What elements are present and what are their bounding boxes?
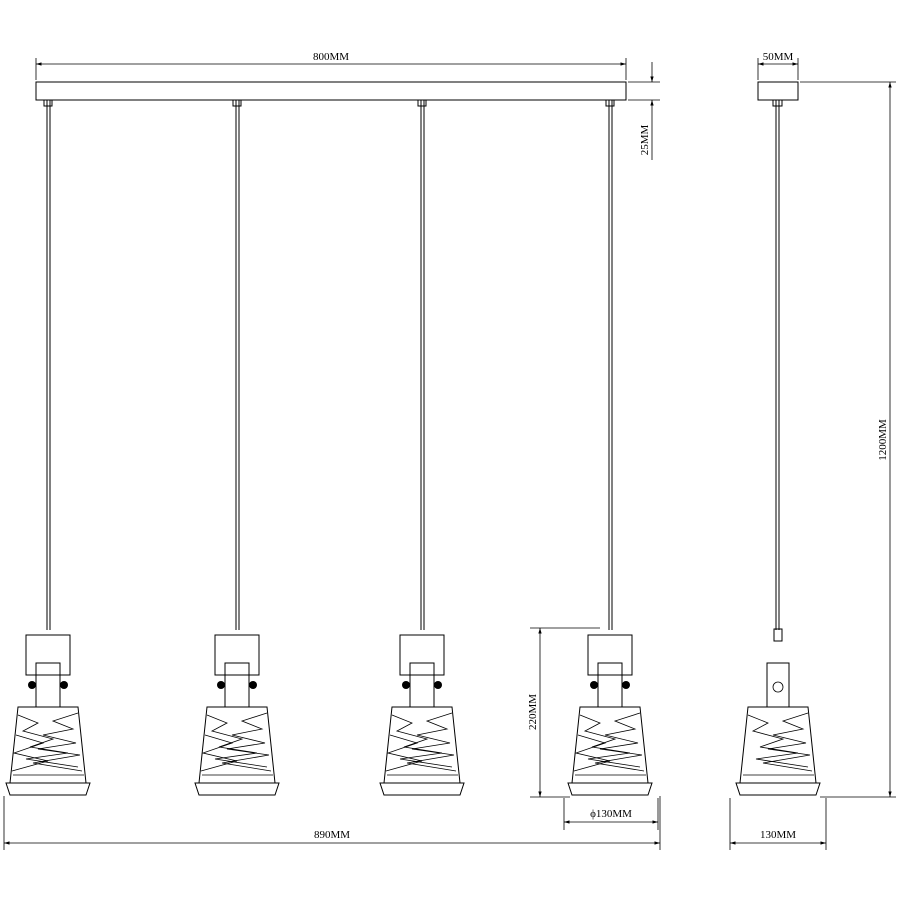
lamp-2 (194, 634, 280, 796)
lamp-1 (5, 634, 91, 796)
label-canopy-depth: 50MM (763, 51, 794, 63)
label-total-length: 890MM (314, 829, 350, 841)
lamp-3 (379, 634, 465, 796)
dim-canopy-length: 800MM (35, 51, 627, 80)
label-shade-diameter: ϕ130MM (590, 808, 632, 820)
lamp-side (735, 628, 821, 796)
dim-total-length: 890MM (3, 796, 661, 850)
lamp-4 (567, 634, 653, 796)
label-canopy-height: 25MM (639, 125, 651, 156)
dim-side-width: 130MM (729, 798, 827, 850)
canopy-side (757, 81, 799, 101)
dim-canopy-depth: 50MM (757, 51, 799, 80)
dim-shade-diameter: ϕ130MM (563, 798, 659, 830)
dim-canopy-height: 25MM (628, 62, 660, 160)
dim-shade-height: 220MM (527, 627, 600, 798)
label-canopy-length: 800MM (313, 51, 349, 63)
canopy-front (35, 81, 627, 101)
cords (43, 99, 615, 630)
label-shade-height: 220MM (527, 694, 539, 730)
dim-total-height: 1200MM (800, 81, 896, 798)
label-side-width: 130MM (760, 829, 796, 841)
label-total-height: 1200MM (877, 419, 889, 461)
